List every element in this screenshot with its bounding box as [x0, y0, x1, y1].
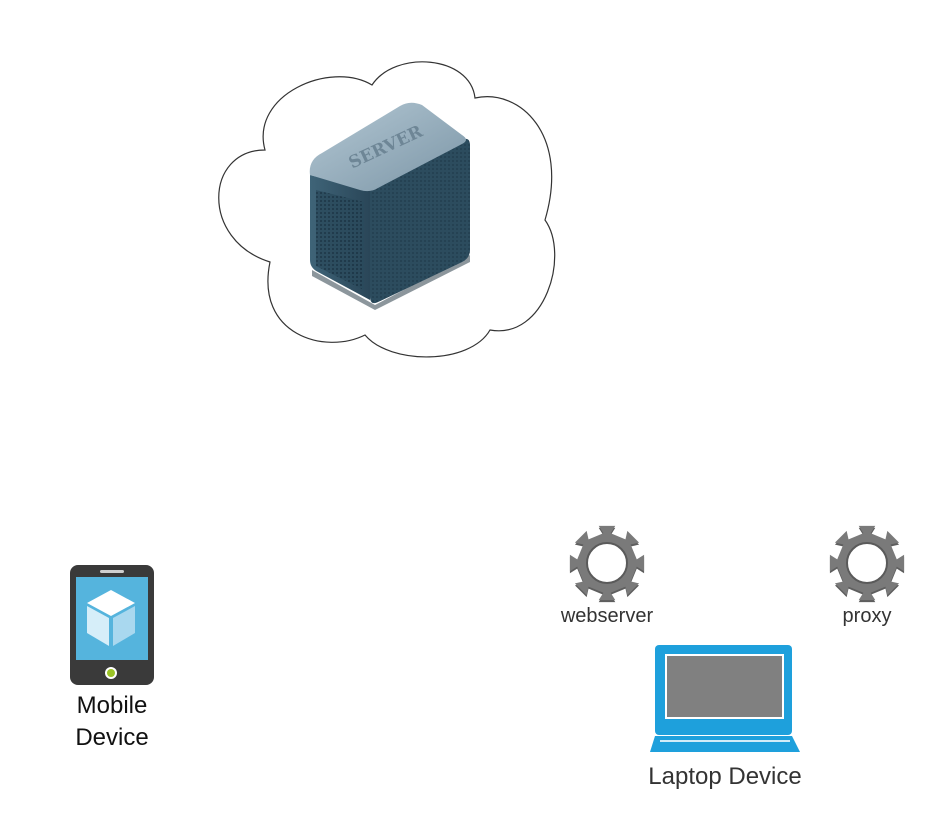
mobile-label-line1: Mobile [76, 692, 148, 719]
gear-hole [846, 542, 888, 584]
gear-icon[interactable] [569, 525, 645, 603]
mobile-label-line2: Device [75, 724, 149, 751]
gear-hole [586, 542, 628, 584]
laptop-icon[interactable] [650, 645, 800, 752]
server-icon: SERVER [309, 102, 470, 310]
gear-icon[interactable] [829, 525, 905, 603]
mobile-device-label: Mobile Device [40, 690, 184, 754]
mobile-device-icon[interactable] [70, 565, 154, 685]
proxy-label: proxy [842, 605, 892, 627]
laptop-device-label: Laptop Device [648, 763, 802, 790]
webserver-label: webserver [560, 605, 654, 627]
